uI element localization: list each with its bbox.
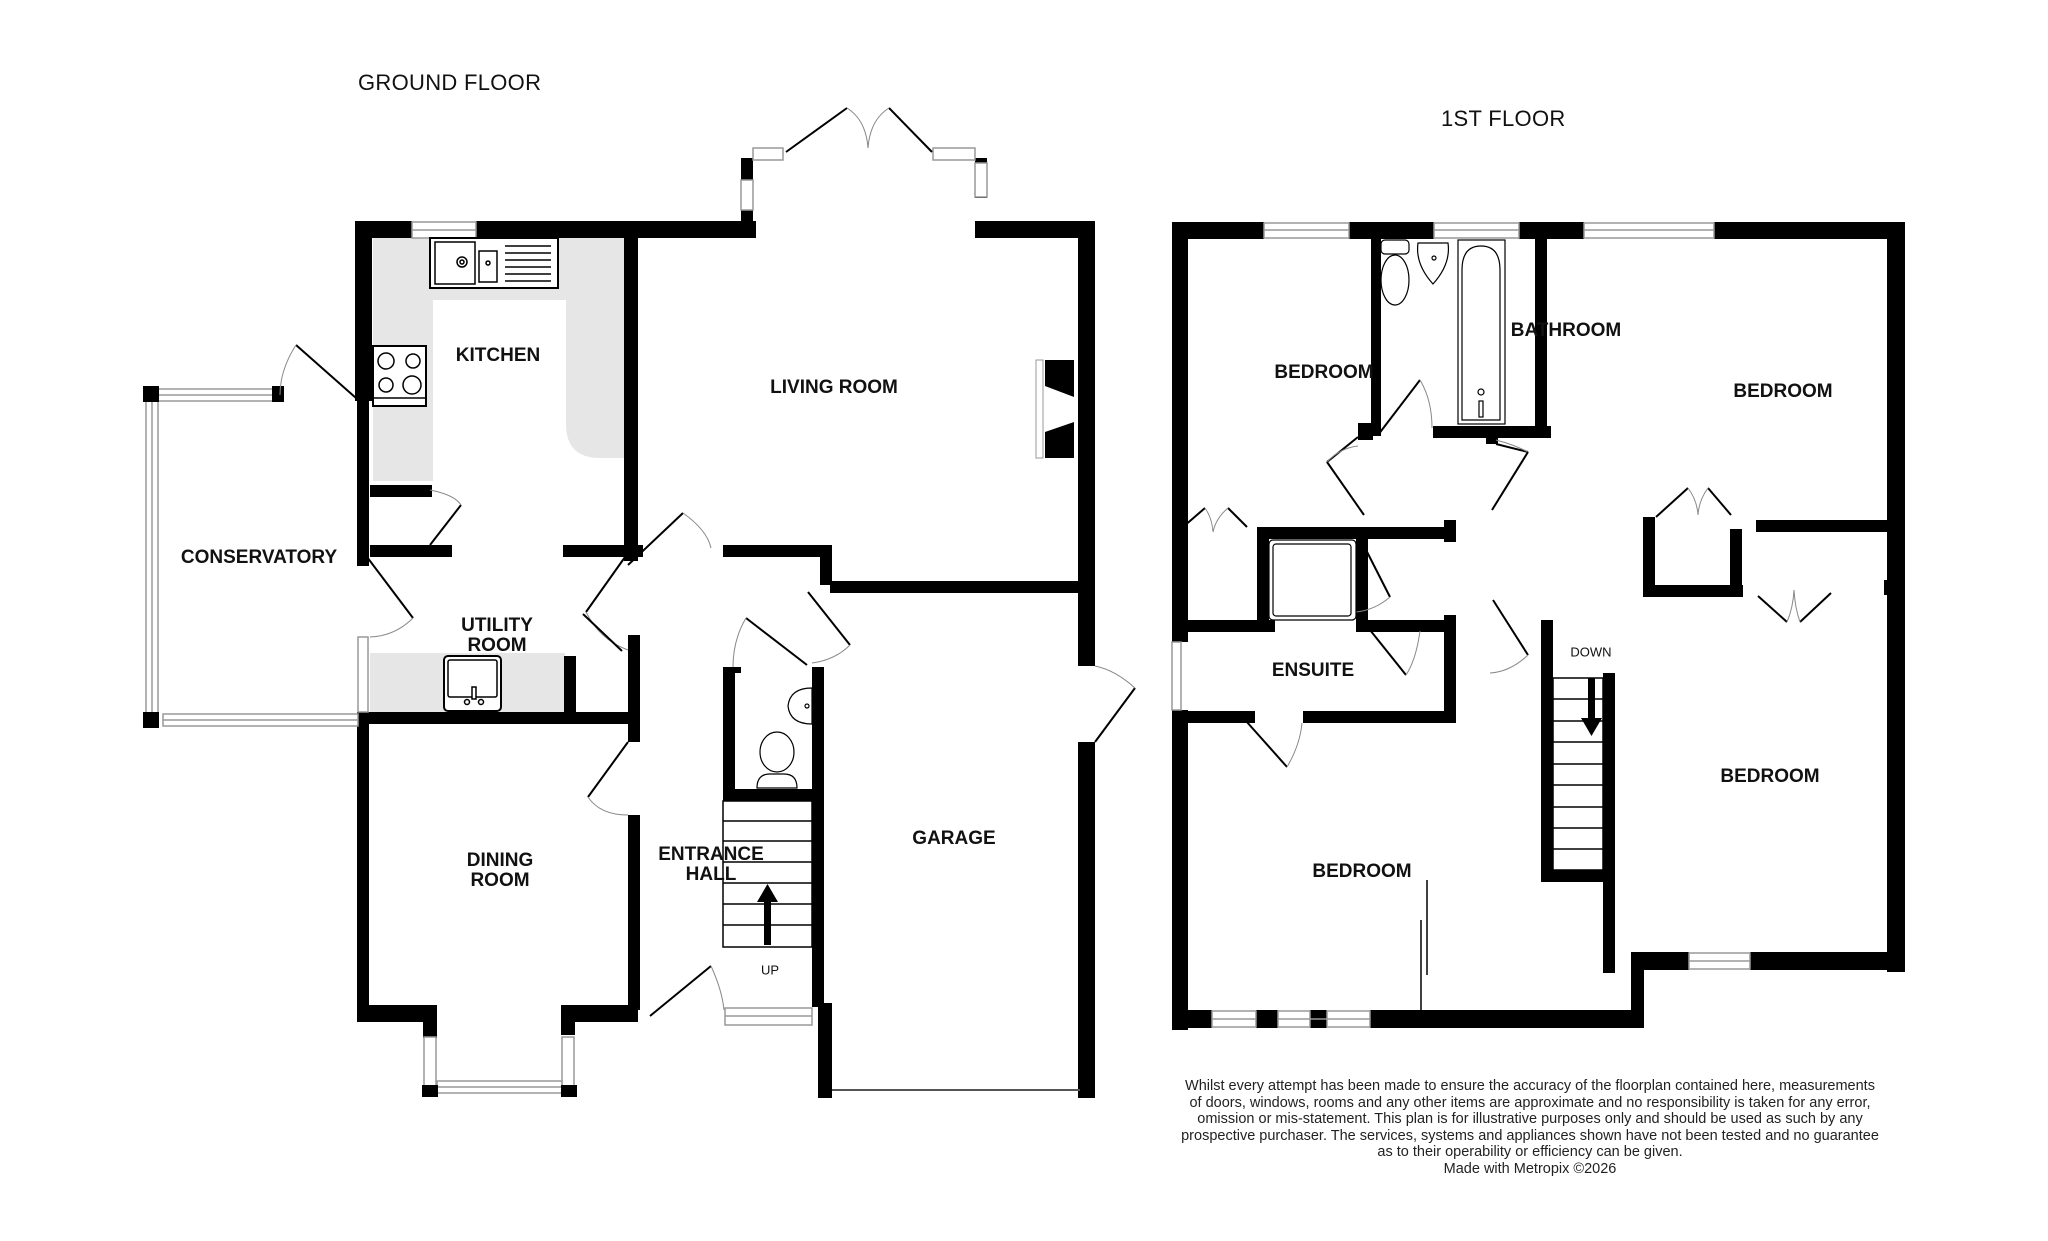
room-label-kitchen: KITCHEN — [455, 345, 541, 366]
entrance-line-1: ENTRANCE — [658, 844, 764, 865]
stairs-down-arrow-icon — [1581, 678, 1602, 736]
utility-line-1: UTILITY — [461, 615, 533, 636]
dining-bay-posts — [422, 1085, 832, 1098]
wc-basin-icon — [787, 687, 813, 725]
disclaimer-line: Whilst every attempt has been made to en… — [1185, 1078, 1875, 1094]
utility-line-2: ROOM — [467, 635, 527, 656]
first-floor-title: 1ST FLOOR — [1441, 106, 1566, 131]
bath-toilet-icon — [1380, 239, 1410, 306]
room-label-ensuite: ENSUITE — [1271, 660, 1355, 681]
disclaimer-line: prospective purchaser. The services, sys… — [1181, 1127, 1879, 1144]
room-label-bedroom-2: BEDROOM — [1733, 381, 1833, 402]
room-label-entrance-hall: ENTRANCE HALL — [658, 845, 764, 885]
credit-line: Made with Metropix ©2026 — [1443, 1160, 1617, 1177]
utility-sink-icon — [443, 655, 502, 712]
kitchen-sink-icon — [429, 237, 559, 289]
disclaimer-line: omission or mis-statement. This plan is … — [1197, 1111, 1863, 1127]
room-label-garage: GARAGE — [912, 828, 996, 849]
room-label-conservatory: CONSERVATORY — [180, 547, 338, 568]
stairs-down-label: DOWN — [1570, 644, 1612, 660]
ground-floor-plan — [143, 107, 1136, 1098]
room-label-utility-room: UTILITY ROOM — [461, 616, 533, 656]
disclaimer-line: of doors, windows, rooms and any other i… — [1189, 1094, 1871, 1111]
shower-tray-icon — [1268, 539, 1357, 621]
first-floor-plan — [1171, 222, 1905, 1030]
ground-floor-doors — [279, 107, 1136, 1017]
room-label-bedroom-4: BEDROOM — [1720, 766, 1820, 787]
disclaimer-line: as to their operability or efficiency ca… — [1377, 1144, 1683, 1160]
ground-floor-walls — [355, 158, 1095, 1098]
room-label-bedroom-1: BEDROOM — [1274, 362, 1374, 383]
room-label-living-room: LIVING ROOM — [770, 377, 898, 398]
first-stairs — [1552, 677, 1604, 871]
room-label-bedroom-3: BEDROOM — [1312, 861, 1412, 882]
room-label-dining-room: DINING ROOM — [467, 851, 534, 891]
stairs-up-arrow-icon — [757, 884, 778, 945]
dining-line-1: DINING — [466, 850, 534, 871]
ground-floor-windows — [145, 147, 1080, 1094]
disclaimer: Whilst every attempt has been made to en… — [1130, 1078, 1930, 1177]
wardrobe-sliding-door — [1420, 880, 1428, 1010]
bath-basin-icon — [1416, 242, 1450, 285]
hob-icon — [372, 345, 427, 407]
first-floor-walls — [1172, 222, 1905, 1030]
stairs-up-label: UP — [760, 962, 780, 978]
first-floor-doors — [1182, 379, 1832, 768]
room-label-bathroom: BATHROOM — [1510, 320, 1622, 341]
dining-line-2: ROOM — [470, 870, 530, 891]
conservatory-corner-posts — [143, 386, 284, 728]
ground-floor-title: GROUND FLOOR — [358, 70, 542, 95]
bathtub-icon — [1457, 239, 1506, 425]
first-floor-windows — [1171, 222, 1751, 1028]
fireplace-icon — [1035, 359, 1074, 459]
entrance-line-2: HALL — [685, 864, 737, 885]
wc-toilet-icon — [756, 731, 798, 789]
